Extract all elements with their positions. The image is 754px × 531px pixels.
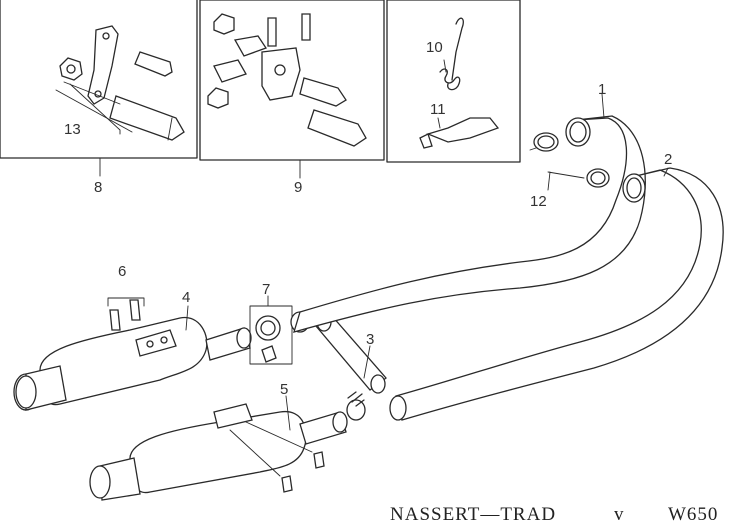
- exhaust-pipe-2: [389, 167, 724, 421]
- exhaust-pipe-1: [293, 115, 646, 333]
- callout-6: 6: [118, 263, 126, 280]
- gaskets-12: [529, 132, 610, 191]
- callout-5: 5: [280, 381, 288, 398]
- bolts-6: [107, 297, 145, 331]
- inset-box-10-11: [386, 0, 521, 163]
- diagram-mark: v: [614, 504, 625, 525]
- callout-9: 9: [294, 179, 302, 196]
- clamp-7: [249, 305, 293, 365]
- diagram-title: NASSERT—TRAD: [390, 504, 556, 525]
- inset-box-9: [199, 0, 385, 161]
- callout-3: 3: [366, 331, 374, 348]
- callout-10: 10: [426, 39, 443, 56]
- inset-box-8: [0, 0, 198, 159]
- muffler-lower: [89, 403, 348, 501]
- callout-8: 8: [94, 179, 102, 196]
- callout-4: 4: [182, 289, 190, 306]
- callout-12: 12: [530, 193, 547, 210]
- leader-lines: [99, 59, 669, 431]
- callout-13: 13: [64, 121, 81, 138]
- model-name: W650: [668, 504, 718, 525]
- callout-11: 11: [430, 101, 446, 118]
- callout-1: 1: [598, 81, 606, 98]
- muffler-upper: [13, 317, 252, 411]
- callout-7: 7: [262, 281, 270, 298]
- callout-2: 2: [664, 151, 672, 168]
